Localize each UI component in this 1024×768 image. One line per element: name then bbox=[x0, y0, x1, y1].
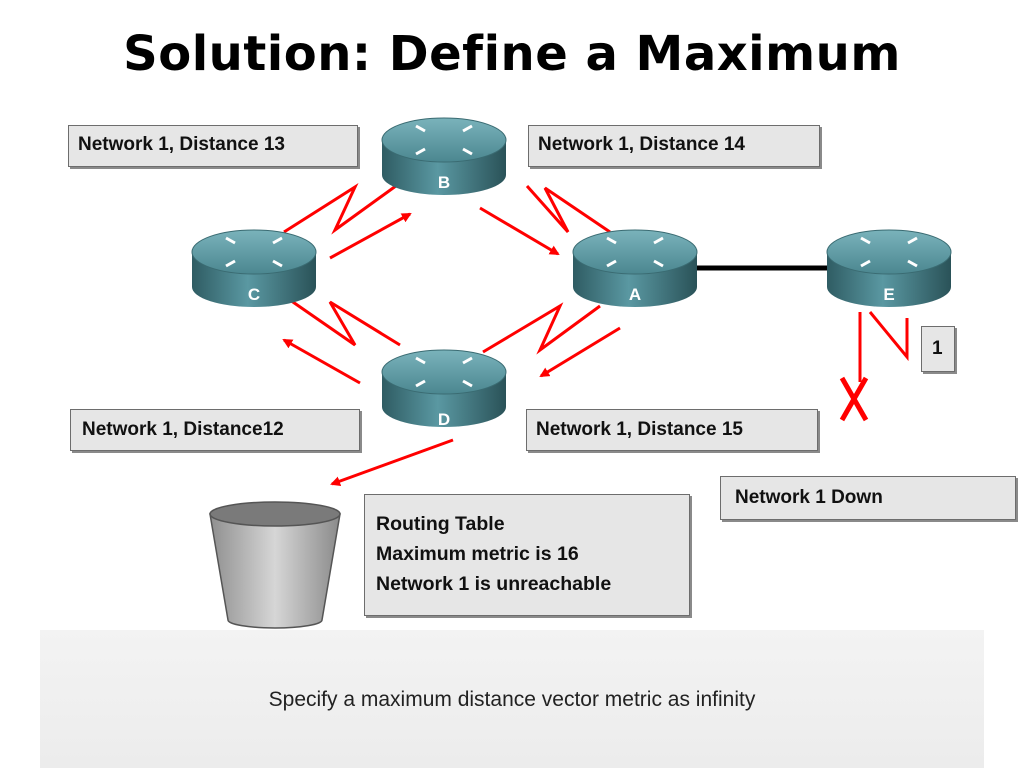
label-network-id: 1 bbox=[921, 326, 955, 372]
router-a[interactable]: A bbox=[572, 229, 698, 307]
routing-table-unreachable: Network 1 is unreachable bbox=[376, 573, 612, 595]
router-e-label: E bbox=[883, 285, 894, 304]
label-network-down: Network 1 Down bbox=[720, 476, 1016, 520]
label-e-distance: Network 1, Distance 15 bbox=[526, 409, 818, 451]
router-d-label: D bbox=[438, 410, 450, 429]
router-c[interactable]: C bbox=[191, 229, 317, 307]
routing-table-box: Routing Table Maximum metric is 16 Netwo… bbox=[364, 494, 690, 616]
footer-caption: Specify a maximum distance vector metric… bbox=[268, 688, 756, 711]
serial-links bbox=[283, 181, 909, 382]
arrow-d-to-bin bbox=[330, 438, 454, 486]
arrow-d-to-c bbox=[282, 338, 361, 385]
link-b-a bbox=[525, 185, 611, 234]
router-a-label: A bbox=[629, 285, 641, 304]
routing-table-max-metric: Maximum metric is 16 bbox=[376, 543, 579, 565]
arrow-b-to-a bbox=[479, 206, 560, 256]
update-arrows bbox=[282, 206, 621, 486]
router-c-label: C bbox=[248, 285, 260, 304]
router-d[interactable]: D bbox=[381, 349, 507, 429]
routing-table-title: Routing Table bbox=[376, 513, 505, 535]
footer-band bbox=[40, 630, 984, 768]
link-c-b bbox=[283, 181, 401, 235]
router-b[interactable]: B bbox=[381, 117, 507, 195]
label-c-distance: Network 1, Distance 13 bbox=[68, 125, 358, 167]
link-c-d bbox=[289, 298, 401, 347]
link-e-zigzag bbox=[868, 311, 909, 362]
router-b-label: B bbox=[438, 173, 450, 192]
label-d-distance: Network 1, Distance12 bbox=[70, 409, 360, 451]
link-d-a bbox=[482, 302, 601, 355]
network-down-x bbox=[839, 376, 869, 422]
label-a-distance: Network 1, Distance 14 bbox=[528, 125, 820, 167]
arrow-c-to-b bbox=[329, 212, 412, 260]
trash-bin-icon bbox=[209, 501, 341, 629]
slide-title: Solution: Define a Maximum bbox=[123, 26, 901, 82]
arrow-a-to-d bbox=[539, 326, 621, 378]
router-e[interactable]: E bbox=[826, 229, 952, 307]
